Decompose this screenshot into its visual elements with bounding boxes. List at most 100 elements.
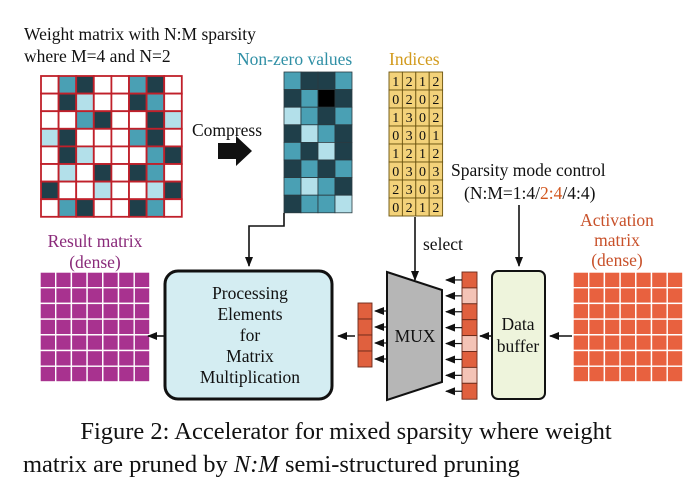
nonzero-cell: [300, 141, 319, 161]
result-cell: [117, 349, 135, 367]
activation-cell: [650, 302, 668, 320]
nonzero-cell: [334, 141, 353, 161]
result-cell: [70, 365, 88, 383]
nonzero-cell: [283, 194, 302, 214]
weight-cell: [92, 163, 113, 183]
caption-math: N:M: [233, 451, 279, 478]
result-title-line1: Result matrix: [48, 231, 143, 251]
weight-cell: [163, 145, 183, 165]
activation-cell: [588, 349, 606, 367]
pe-line1: Processing: [212, 283, 288, 303]
result-cell: [70, 334, 88, 352]
input-vector-cell: [461, 303, 478, 321]
nonzero-title: Non-zero values: [237, 49, 352, 69]
nonzero-cell: [334, 194, 353, 214]
activation-cell: [603, 349, 621, 367]
nonzero-cell: [300, 177, 319, 196]
nonzero-cell: [300, 106, 319, 126]
weight-cell: [40, 110, 60, 130]
index-digit: 1: [392, 147, 399, 162]
compress-label: Compress: [192, 120, 262, 140]
result-title-line2: (dense): [69, 252, 121, 272]
activation-title-line3: (dense): [591, 250, 643, 270]
input-vector-cell: [461, 319, 478, 337]
weight-cell: [145, 163, 166, 183]
nonzero-cell: [283, 159, 302, 179]
result-cell: [39, 318, 57, 336]
nonzero-cell: [300, 159, 319, 179]
result-cell: [133, 318, 151, 336]
result-cell: [102, 318, 120, 336]
weight-cell: [128, 110, 148, 130]
weight-cell: [75, 163, 95, 183]
nonzero-cell: [317, 194, 336, 214]
result-cell: [39, 349, 57, 367]
nonzero-cell: [283, 71, 302, 91]
nonzero-cell: [283, 141, 302, 161]
result-cell: [39, 271, 57, 289]
weight-cell: [110, 180, 130, 201]
activation-cell: [572, 365, 590, 383]
index-digit: 3: [406, 111, 413, 126]
index-digit: 1: [392, 75, 399, 90]
weight-cell: [145, 75, 166, 95]
output-vector-cell: [357, 350, 373, 368]
input-vector-cell: [461, 351, 478, 368]
result-cell: [55, 349, 73, 367]
indices-title: Indices: [389, 49, 440, 69]
activation-cell: [619, 271, 637, 289]
mux-label: MUX: [395, 326, 436, 346]
result-cell: [86, 349, 104, 367]
input-vector-cell: [461, 335, 478, 352]
sparsity-mode-prefix: (N:M=1:4/: [464, 183, 540, 203]
activation-cell: [619, 349, 637, 367]
weight-cell: [57, 110, 78, 130]
result-cell: [86, 302, 104, 320]
sparsity-line1: Sparsity mode control: [451, 160, 606, 180]
weight-cell: [163, 180, 183, 201]
weight-cell: [75, 75, 95, 95]
index-digit: 2: [406, 75, 413, 90]
nonzero-cell: [334, 159, 353, 179]
activation-cell: [666, 318, 684, 336]
nonzero-cell: [300, 124, 319, 143]
nonzero-cell: [317, 159, 336, 179]
activation-cell: [666, 334, 684, 352]
activation-cell: [572, 271, 590, 289]
index-digit: 0: [419, 111, 426, 126]
caption-text-post: semi-structured pruning: [278, 451, 520, 478]
nonzero-cell: [283, 177, 302, 196]
result-cell: [133, 365, 151, 383]
weight-cell: [110, 75, 130, 95]
vector-to-mux-arrows: [445, 275, 462, 396]
index-digit: 1: [419, 147, 426, 162]
result-cell: [39, 334, 57, 352]
weight-cell: [57, 180, 78, 201]
index-digit: 2: [432, 147, 439, 162]
weight-cell: [57, 163, 78, 183]
weight-cell: [145, 127, 166, 148]
index-digit: 3: [406, 183, 413, 198]
activation-cell: [603, 334, 621, 352]
weight-cell: [110, 163, 130, 183]
activation-cell: [603, 287, 621, 305]
index-digit: 3: [432, 165, 439, 180]
activation-cell: [635, 287, 653, 305]
result-cell: [39, 287, 57, 305]
input-vector-cell: [461, 271, 478, 289]
index-digit: 1: [419, 201, 426, 216]
result-cell: [117, 271, 135, 289]
weight-title-line2: where M=4 and N=2: [24, 46, 171, 66]
result-cell: [117, 365, 135, 383]
nonzero-cell: [334, 89, 353, 108]
weight-cell: [57, 92, 78, 113]
weight-cell: [110, 145, 130, 165]
output-vector-cell: [357, 302, 373, 320]
result-cell: [55, 302, 73, 320]
caption-line1: Figure 2: Accelerator for mixed sparsity…: [80, 418, 612, 445]
result-cell: [133, 271, 151, 289]
weight-cell: [128, 163, 148, 183]
activation-cell: [603, 365, 621, 383]
index-digit: 2: [432, 93, 439, 108]
activation-cell: [572, 349, 590, 367]
